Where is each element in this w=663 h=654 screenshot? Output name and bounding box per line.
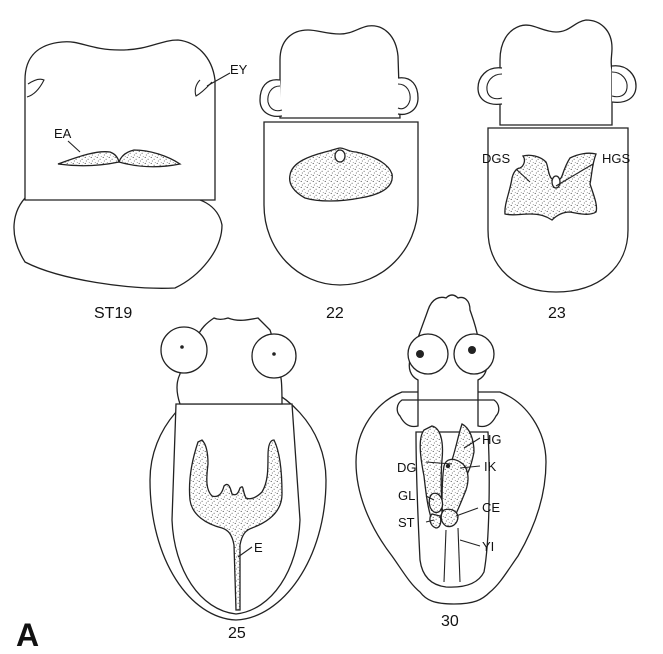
- st19-head-outline: [25, 40, 215, 200]
- stage-25-drawing: E 25: [150, 318, 326, 642]
- st30-dg-label: DG: [397, 460, 417, 475]
- st30-pupil-right: [468, 346, 476, 354]
- st23-hgs-label: HGS: [602, 151, 631, 166]
- stage-23-drawing: DGS HGS 23: [478, 20, 636, 322]
- st30-hg-label: HG: [482, 432, 502, 447]
- st30-caption: 30: [441, 613, 459, 630]
- st30-pupil-left: [416, 350, 424, 358]
- st25-pupil-right: [272, 352, 276, 356]
- st19-caption: ST19: [94, 305, 132, 322]
- st30-yi-label: YI: [482, 539, 494, 554]
- stage-22-drawing: 22: [260, 26, 418, 322]
- st22-yolk-outline: [264, 122, 418, 285]
- st19-yolk-outline: [14, 195, 222, 288]
- st23-head-outline: [500, 20, 612, 125]
- st30-ik-dot: [446, 464, 450, 468]
- st25-eye-left: [161, 327, 207, 373]
- st25-e-label: E: [254, 540, 263, 555]
- st23-midline-pore: [552, 176, 560, 188]
- st30-gl: [429, 493, 442, 512]
- st25-caption: 25: [228, 625, 246, 642]
- panel-label: A: [16, 617, 39, 653]
- stage-30-drawing: DG HG IK GL CE ST YI 30: [356, 295, 546, 630]
- st22-midline-pore: [335, 150, 345, 162]
- st30-eye-left: [408, 334, 448, 374]
- st30-ce: [441, 509, 458, 526]
- stage-st19-drawing: EY EA ST19: [14, 40, 248, 322]
- st30-gl-label: GL: [398, 488, 415, 503]
- st25-pupil-left: [180, 345, 184, 349]
- st25-eye-right: [252, 334, 296, 378]
- st23-caption: 23: [548, 305, 566, 322]
- st30-ce-label: CE: [482, 500, 500, 515]
- st23-dgs-label: DGS: [482, 151, 511, 166]
- st30-ik-label: IK: [484, 459, 497, 474]
- st22-head-outline: [280, 26, 400, 118]
- st22-caption: 22: [326, 305, 344, 322]
- st19-ea-label: EA: [54, 126, 72, 141]
- st19-ey-label: EY: [230, 62, 248, 77]
- st30-eye-right: [454, 334, 494, 374]
- st30-st-label: ST: [398, 515, 415, 530]
